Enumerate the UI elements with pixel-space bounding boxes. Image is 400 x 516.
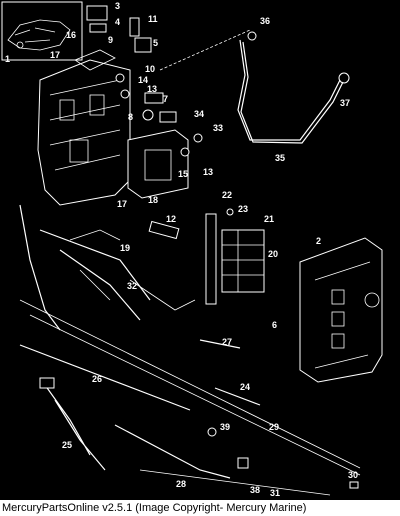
callout-14: 14 (138, 75, 148, 85)
callout-38: 38 (250, 485, 260, 495)
harness-25 (44, 384, 106, 471)
callout-labels: 1 2 3 4 5 6 7 8 9 10 11 12 13 13 14 15 1… (5, 1, 358, 498)
part-12 (148, 220, 180, 240)
callout-22: 22 (222, 190, 232, 200)
callout-13a: 13 (147, 84, 157, 94)
wire-28 (114, 424, 231, 479)
part-5-lower (159, 111, 177, 123)
callout-17b: 17 (117, 199, 127, 209)
inset-detail (1, 1, 83, 61)
callout-6: 6 (272, 320, 277, 330)
callout-27: 27 (222, 337, 232, 347)
part-38 (237, 457, 249, 469)
callout-8: 8 (128, 112, 133, 122)
wire-harness (19, 204, 196, 331)
callout-39: 39 (220, 422, 230, 432)
part-3 (86, 5, 108, 21)
callout-37: 37 (340, 98, 350, 108)
exploded-parts-diagram: 1 2 3 4 5 6 7 8 9 10 11 12 13 13 14 15 1… (0, 0, 400, 500)
wire-27 (199, 339, 241, 349)
part-14 (115, 73, 125, 83)
electrical-bracket (37, 49, 131, 206)
callout-2: 2 (316, 236, 321, 246)
part-7 (144, 92, 164, 104)
fuse-holder-20 (221, 229, 265, 293)
callout-7: 7 (163, 94, 168, 104)
part-36 (247, 31, 257, 41)
part-11 (129, 17, 140, 37)
callout-15: 15 (178, 169, 188, 179)
wire-24 (214, 387, 261, 406)
callout-32: 32 (127, 281, 137, 291)
part-4 (89, 23, 107, 33)
part-33 (193, 133, 203, 143)
cover-2 (299, 237, 383, 383)
wire-31 (139, 469, 331, 496)
callout-36: 36 (260, 16, 270, 26)
part-22 (205, 213, 217, 305)
leader-dashed (159, 29, 251, 71)
ecm-module (127, 129, 189, 199)
callout-19: 19 (120, 243, 130, 253)
part-23 (226, 208, 234, 216)
callout-16: 16 (66, 30, 76, 40)
callout-9: 9 (108, 35, 113, 45)
callout-25: 25 (62, 440, 72, 450)
part-39 (207, 427, 217, 437)
callout-13b: 13 (203, 167, 213, 177)
callout-5a: 5 (153, 38, 158, 48)
callout-33: 33 (213, 123, 223, 133)
callout-34: 34 (194, 109, 204, 119)
callout-28: 28 (176, 479, 186, 489)
callout-3: 3 (115, 1, 120, 11)
cable-35 (237, 39, 341, 141)
callout-1: 1 (5, 54, 10, 64)
part-5-upper (134, 37, 152, 53)
wire-29 (19, 299, 361, 476)
callout-17a: 17 (50, 50, 60, 60)
callout-4: 4 (115, 17, 120, 27)
callout-18: 18 (148, 195, 158, 205)
part-15 (180, 147, 190, 157)
wire-26 (19, 344, 191, 411)
callout-31: 31 (270, 488, 280, 498)
callout-35: 35 (275, 153, 285, 163)
cable-35-b (240, 41, 344, 144)
part-8 (142, 109, 154, 121)
callout-23: 23 (238, 204, 248, 214)
callout-10: 10 (145, 64, 155, 74)
part-13-upper (120, 89, 130, 99)
callout-11: 11 (148, 14, 158, 24)
callout-12: 12 (166, 214, 176, 224)
callout-30: 30 (348, 470, 358, 480)
part-30 (349, 481, 359, 489)
callout-20: 20 (268, 249, 278, 259)
copyright-caption: MercuryPartsOnline v2.5.1 (Image Copyrig… (0, 500, 400, 516)
callout-21: 21 (264, 214, 274, 224)
connector-25 (39, 377, 55, 389)
callout-29: 29 (269, 422, 279, 432)
callout-26: 26 (92, 374, 102, 384)
part-37 (338, 72, 350, 84)
callout-24: 24 (240, 382, 250, 392)
